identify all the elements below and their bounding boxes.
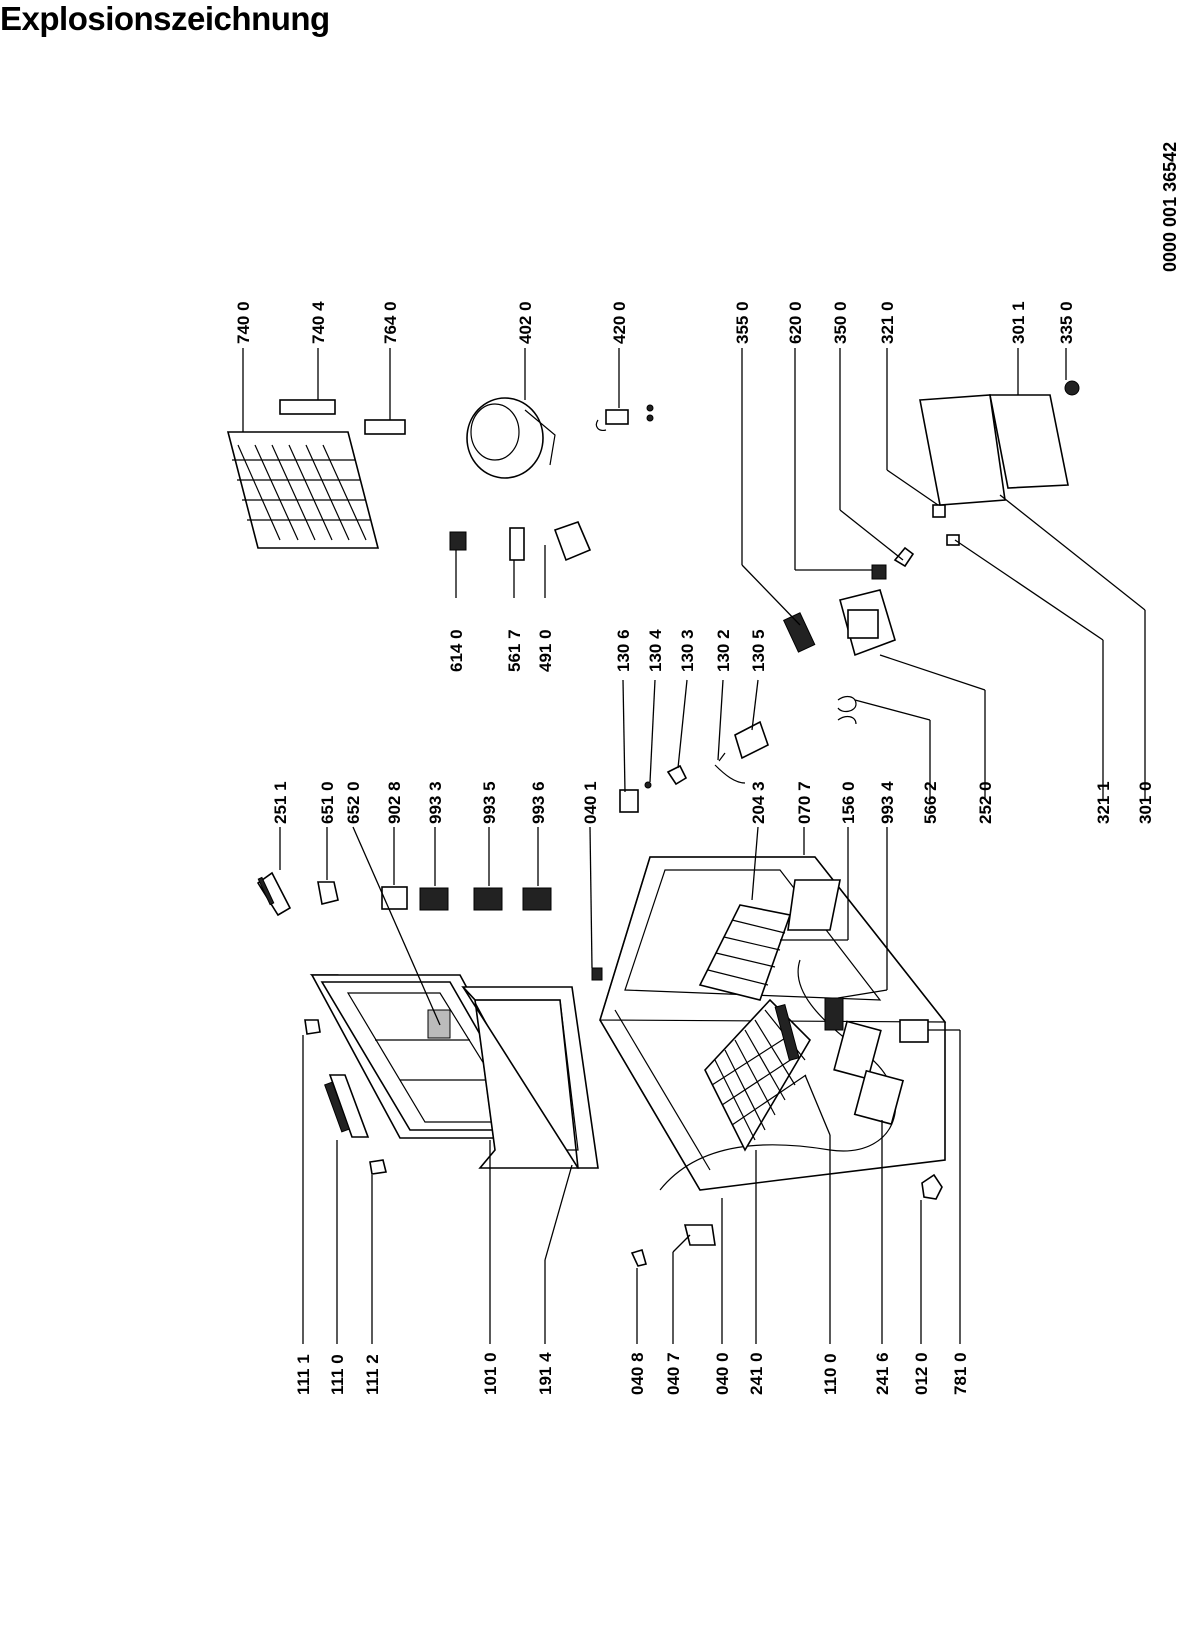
label-111-2: 111 2 — [363, 1354, 382, 1395]
label-252-0: 252 0 — [976, 781, 995, 824]
label-111-0: 111 0 — [328, 1354, 347, 1395]
seal-parts-drawing — [256, 871, 552, 917]
label-993-4: 993 4 — [878, 781, 897, 824]
handle-drawing — [304, 1019, 387, 1175]
label-993-6: 993 6 — [529, 781, 548, 824]
thermostat-drawing — [619, 720, 769, 813]
label-993-5: 993 5 — [480, 781, 499, 824]
label-764-0: 764 0 — [381, 301, 400, 344]
label-993-3: 993 3 — [426, 781, 445, 824]
label-204-3: 204 3 — [749, 781, 768, 824]
page-title: Explosionszeichnung — [0, 0, 330, 37]
document-number: 0000 001 36542 — [1160, 142, 1180, 272]
label-335-0: 335 0 — [1057, 301, 1076, 344]
label-251-1: 251 1 — [271, 781, 290, 824]
label-040-0: 040 0 — [713, 1352, 732, 1395]
label-191-4: 191 4 — [536, 1352, 555, 1395]
label-130-4: 130 4 — [646, 629, 665, 672]
label-040-1: 040 1 — [581, 781, 600, 824]
label-781-0: 781 0 — [951, 1352, 970, 1395]
label-566-2: 566 2 — [921, 781, 940, 824]
label-301-0: 301 0 — [1136, 781, 1155, 824]
label-561-7: 561 7 — [505, 629, 524, 672]
label-620-0: 620 0 — [786, 301, 805, 344]
label-350-0: 350 0 — [831, 301, 850, 344]
label-241-0: 241 0 — [747, 1352, 766, 1395]
label-241-6: 241 6 — [873, 1352, 892, 1395]
label-130-6: 130 6 — [614, 629, 633, 672]
refrigeration-drawing — [226, 397, 654, 562]
label-156-0: 156 0 — [839, 781, 858, 824]
label-355-0: 355 0 — [733, 301, 752, 344]
label-040-8: 040 8 — [628, 1352, 647, 1395]
label-130-5: 130 5 — [749, 629, 768, 672]
gasket-drawing — [461, 986, 599, 1169]
label-420-0: 420 0 — [610, 301, 629, 344]
electrical-drawing — [782, 380, 1080, 725]
label-740-0: 740 0 — [234, 301, 253, 344]
label-902-8: 902 8 — [385, 781, 404, 824]
label-111-1: 111 1 — [294, 1354, 313, 1395]
label-040-7: 040 7 — [664, 1352, 683, 1395]
label-321-1: 321 1 — [1094, 781, 1113, 824]
label-101-0: 101 0 — [481, 1352, 500, 1395]
label-070-7: 070 7 — [795, 781, 814, 824]
label-491-0: 491 0 — [536, 629, 555, 672]
label-740-4: 740 4 — [309, 301, 328, 344]
part-labels: 111 1 111 0 111 2 101 0 191 4 040 8 040 … — [234, 301, 1155, 1395]
label-651-0: 651 0 — [318, 781, 337, 824]
label-130-2: 130 2 — [714, 629, 733, 672]
label-614-0: 614 0 — [447, 629, 466, 672]
label-012-0: 012 0 — [912, 1352, 931, 1395]
label-110-0: 110 0 — [821, 1353, 840, 1395]
label-301-1: 301 1 — [1009, 301, 1028, 344]
label-652-0: 652 0 — [344, 781, 363, 824]
small-parts-drawing — [591, 967, 943, 1267]
label-402-0: 402 0 — [516, 301, 535, 344]
label-130-3: 130 3 — [678, 629, 697, 672]
leader-lines — [242, 348, 1146, 1344]
cabinet-drawing — [599, 856, 947, 1191]
label-321-0: 321 0 — [878, 301, 897, 344]
